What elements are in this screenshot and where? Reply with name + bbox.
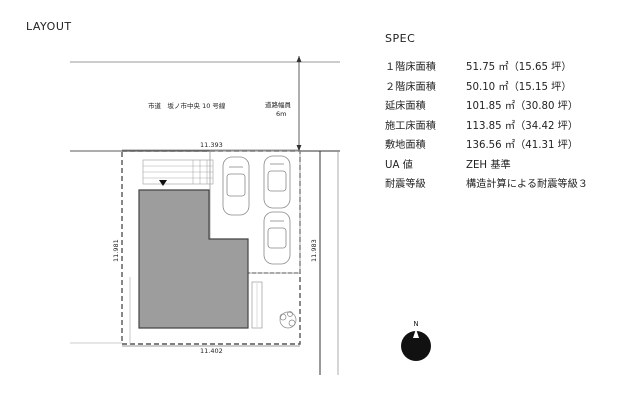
building-footprint: [138, 189, 249, 329]
north-compass-icon: N: [401, 320, 431, 361]
spec-value: 136.56 ㎡（41.31 坪）: [466, 140, 579, 152]
spec-table: １階床面積 51.75 ㎡（15.65 坪） ２階床面積 50.10 ㎡（15.…: [385, 56, 588, 193]
layout-title: LAYOUT: [26, 20, 72, 33]
road-width-arrow-bottom: [296, 145, 302, 151]
spec-row-floor1: １階床面積 51.75 ㎡（15.65 坪）: [385, 56, 588, 76]
dim-top-label: 11.393: [200, 141, 223, 149]
spec-value: ZEH 基準: [466, 159, 511, 171]
spec-title: SPEC: [385, 32, 416, 45]
dim-right-label: 11.983: [310, 239, 318, 262]
road-width-label: 道路幅員: [265, 100, 292, 109]
dim-bottom-label: 11.402: [200, 347, 223, 355]
road-width-arrow-top: [296, 56, 302, 62]
spec-row-total-floor: 延床面積 101.85 ㎡（30.80 坪）: [385, 95, 588, 115]
spec-row-seismic-grade: 耐震等級 構造計算による耐震等級３: [385, 173, 588, 193]
car-icon: [222, 156, 250, 216]
spec-value: 113.85 ㎡（34.42 坪）: [466, 120, 579, 132]
spec-label: 施工床面積: [385, 120, 436, 132]
spec-label: 延床面積: [385, 101, 426, 113]
spec-row-site-area: 敷地面積 136.56 ㎡（41.31 坪）: [385, 134, 588, 154]
spec-value: 51.75 ㎡（15.65 坪）: [466, 62, 572, 74]
car-icon: [263, 155, 291, 209]
spec-value: 50.10 ㎡（15.15 坪）: [466, 81, 572, 93]
spec-label: １階床面積: [385, 62, 436, 74]
road-name-label: 市道 坂ノ市中央 10 号線: [148, 101, 226, 110]
car-icon: [263, 211, 291, 265]
dim-left-label: 11.981: [112, 239, 120, 262]
spec-label: UA 値: [385, 159, 413, 171]
compass-label: N: [413, 320, 418, 328]
outdoor-storage: [251, 281, 263, 329]
spec-value: 構造計算による耐震等級３: [466, 179, 588, 191]
spec-label: ２階床面積: [385, 81, 436, 93]
road-width-value: 6m: [276, 110, 286, 118]
spec-row-floor2: ２階床面積 50.10 ㎡（15.15 坪）: [385, 76, 588, 96]
spec-label: 敷地面積: [385, 140, 426, 152]
spec-row-ua-value: UA 値 ZEH 基準: [385, 154, 588, 174]
spec-value: 101.85 ㎡（30.80 坪）: [466, 101, 579, 113]
entrance-arrow: [159, 180, 167, 186]
spec-label: 耐震等級: [385, 179, 426, 191]
spec-row-construction-floor: 施工床面積 113.85 ㎡（34.42 坪）: [385, 115, 588, 135]
entrance-steps: [142, 159, 214, 185]
plant-icon: [279, 311, 297, 329]
